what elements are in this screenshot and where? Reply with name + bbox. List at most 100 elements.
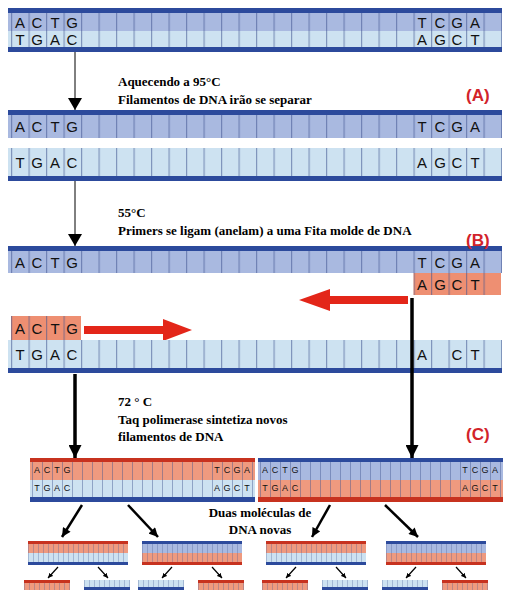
base-cells	[8, 340, 502, 368]
base-letter: C	[234, 484, 241, 493]
backbone	[8, 246, 502, 251]
process-arrow	[410, 298, 414, 458]
dna-single-strand	[8, 110, 502, 138]
step-description: Primers se ligam (anelam) a uma Fita mol…	[118, 222, 412, 239]
base-letter: C	[32, 321, 43, 336]
base-letter: A	[15, 119, 25, 134]
base-letter: G	[434, 277, 446, 292]
base-cells	[258, 462, 503, 497]
dna-strand-with-primer	[8, 316, 502, 373]
base-letter: A	[244, 466, 250, 475]
base-letter: C	[452, 277, 463, 292]
connectors	[75, 52, 412, 458]
base-letter: C	[272, 466, 279, 475]
base-letter: A	[15, 321, 25, 336]
base-cells	[8, 115, 502, 138]
dna-molecule: ACTGTCGAAGCT	[8, 246, 502, 298]
base-cells	[11, 316, 81, 340]
temperature-label: Aquecendo a 95°C	[118, 73, 221, 90]
dna-strand-with-primer	[8, 246, 502, 311]
leader-arrow	[128, 505, 158, 537]
base-letter: C	[452, 32, 463, 47]
base-letter: T	[50, 321, 59, 336]
small-arrows	[48, 567, 466, 578]
base-letter: A	[50, 347, 60, 362]
small-dna-strand	[198, 580, 244, 590]
stage-letter: (C)	[466, 425, 490, 445]
base-letter: T	[262, 484, 268, 493]
backbone	[8, 176, 502, 181]
base-letter: G	[271, 484, 278, 493]
base-letter: A	[417, 277, 427, 292]
base-letter: T	[34, 484, 40, 493]
base-letter: A	[15, 15, 25, 30]
base-letter: T	[282, 466, 288, 475]
base-letter: G	[471, 484, 478, 493]
backbone	[258, 458, 503, 462]
extension-arrow	[84, 319, 192, 341]
base-letter: T	[462, 466, 468, 475]
result-caption: Duas moléculas de DNA novas	[196, 504, 324, 538]
base-letter: T	[214, 466, 220, 475]
base-letter: A	[470, 255, 480, 270]
base-letter: C	[472, 466, 479, 475]
base-letter: A	[417, 155, 427, 170]
base-letter: A	[492, 466, 498, 475]
backbone	[8, 110, 502, 115]
base-letter: G	[223, 484, 230, 493]
base-letter: G	[66, 255, 78, 270]
base-letter: T	[15, 32, 24, 47]
strand-band	[8, 148, 502, 176]
base-cells	[8, 251, 502, 273]
step-description: Taq polimerase sintetiza novos filamento…	[118, 411, 290, 445]
step-description: Filamentos de DNA irão se separar	[118, 91, 312, 108]
base-letter: T	[50, 255, 59, 270]
base-letter: G	[31, 32, 43, 47]
base-letter: C	[292, 484, 299, 493]
base-letter: A	[417, 347, 427, 362]
base-letter: T	[15, 155, 24, 170]
base-letter: T	[417, 119, 426, 134]
base-letter: G	[233, 466, 240, 475]
base-letter: C	[452, 347, 463, 362]
backbone	[30, 497, 255, 502]
small-dna-strands	[24, 580, 488, 590]
dna-molecule: ACTGTCGATGACAGCT	[258, 458, 503, 502]
base-letter: A	[15, 255, 25, 270]
base-letter: T	[470, 32, 479, 47]
base-letter: G	[434, 32, 446, 47]
small-dna-molecule	[386, 541, 486, 565]
base-letter: G	[66, 119, 78, 134]
base-cells	[30, 462, 255, 497]
base-cells	[414, 273, 502, 295]
base-letter: G	[66, 321, 78, 336]
backbone	[30, 458, 255, 462]
small-arrow	[212, 567, 222, 578]
small-arrow	[98, 567, 108, 578]
dna-molecule: ACTGTCGA	[8, 110, 502, 140]
base-letter: T	[417, 15, 426, 30]
base-letter: C	[44, 466, 51, 475]
base-letter: A	[54, 484, 60, 493]
small-dna-molecule	[266, 541, 366, 565]
small-dna-strand	[442, 580, 488, 590]
base-letter: G	[481, 466, 488, 475]
base-letter: C	[32, 15, 43, 30]
dna-molecule: ACTGTCGATGACAGCT	[8, 8, 502, 52]
base-letter: G	[63, 466, 70, 475]
base-letter: T	[470, 155, 479, 170]
backbone	[258, 497, 503, 502]
temperature-label: 55°C	[118, 204, 146, 221]
base-letter: A	[470, 119, 480, 134]
strand-band	[8, 115, 502, 138]
base-letter: A	[50, 155, 60, 170]
base-letter: G	[31, 347, 43, 362]
base-letter: T	[417, 255, 426, 270]
base-letter: T	[470, 277, 479, 292]
base-letter: C	[224, 466, 231, 475]
small-arrow	[48, 567, 58, 578]
small-dna-strand	[262, 580, 308, 590]
base-letter: G	[451, 15, 463, 30]
process-arrow	[75, 52, 76, 110]
